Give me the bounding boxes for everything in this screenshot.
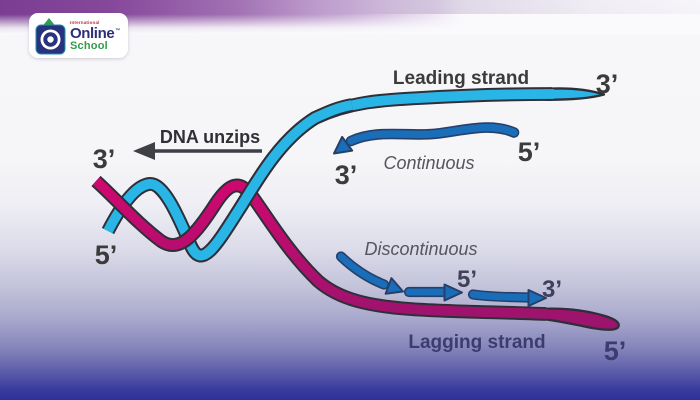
continuous-label: Continuous	[383, 153, 474, 173]
leading-strand-tip	[544, 87, 606, 101]
logo-ring-icon	[43, 31, 58, 47]
prime-3-continuous-end: 3’	[335, 160, 358, 190]
okazaki-arrow-2	[403, 283, 463, 302]
unzip-arrowhead-icon	[133, 142, 155, 160]
prime-5-continuous-start: 5’	[518, 137, 541, 167]
logo-trademark: ™	[115, 28, 120, 35]
logo-line1: International	[70, 19, 100, 25]
prime-5-lagging-end: 5’	[604, 336, 627, 366]
prime-3-leading-end: 3’	[596, 69, 619, 99]
lagging-strand-tip	[538, 307, 620, 331]
prime-5-okazaki: 5’	[457, 266, 477, 293]
unzip-arrow	[133, 142, 262, 160]
logo-mark-icon	[34, 16, 68, 56]
logo-line2: Online™	[70, 25, 120, 43]
prime-3-okazaki: 3’	[542, 276, 562, 303]
logo: International Online™ School	[29, 13, 128, 58]
lagging-strand-label: Lagging strand	[408, 332, 545, 353]
discontinuous-label: Discontinuous	[364, 239, 477, 259]
logo-text: International Online™ School	[70, 19, 120, 53]
lagging-strand	[92, 177, 549, 319]
prime-3-template-top: 3’	[93, 144, 116, 174]
prime-5-template-bottom: 5’	[95, 240, 118, 270]
okazaki-arrow-1	[335, 251, 404, 295]
dna-unzips-label: DNA unzips	[160, 127, 260, 147]
okazaki-arrowhead-1-icon	[384, 277, 404, 295]
continuous-arrowhead-icon	[333, 135, 354, 155]
leading-strand-fork-over	[186, 100, 353, 261]
leading-strand-label: Leading strand	[393, 68, 529, 89]
continuous-arrow	[333, 122, 520, 155]
purple-top-streak	[0, 0, 700, 14]
logo-line3: School	[70, 40, 108, 53]
okazaki-arrowhead-3-icon	[527, 289, 547, 307]
okazaki-arrow-3	[467, 289, 547, 307]
okazaki-arrowhead-2-icon	[443, 283, 463, 302]
